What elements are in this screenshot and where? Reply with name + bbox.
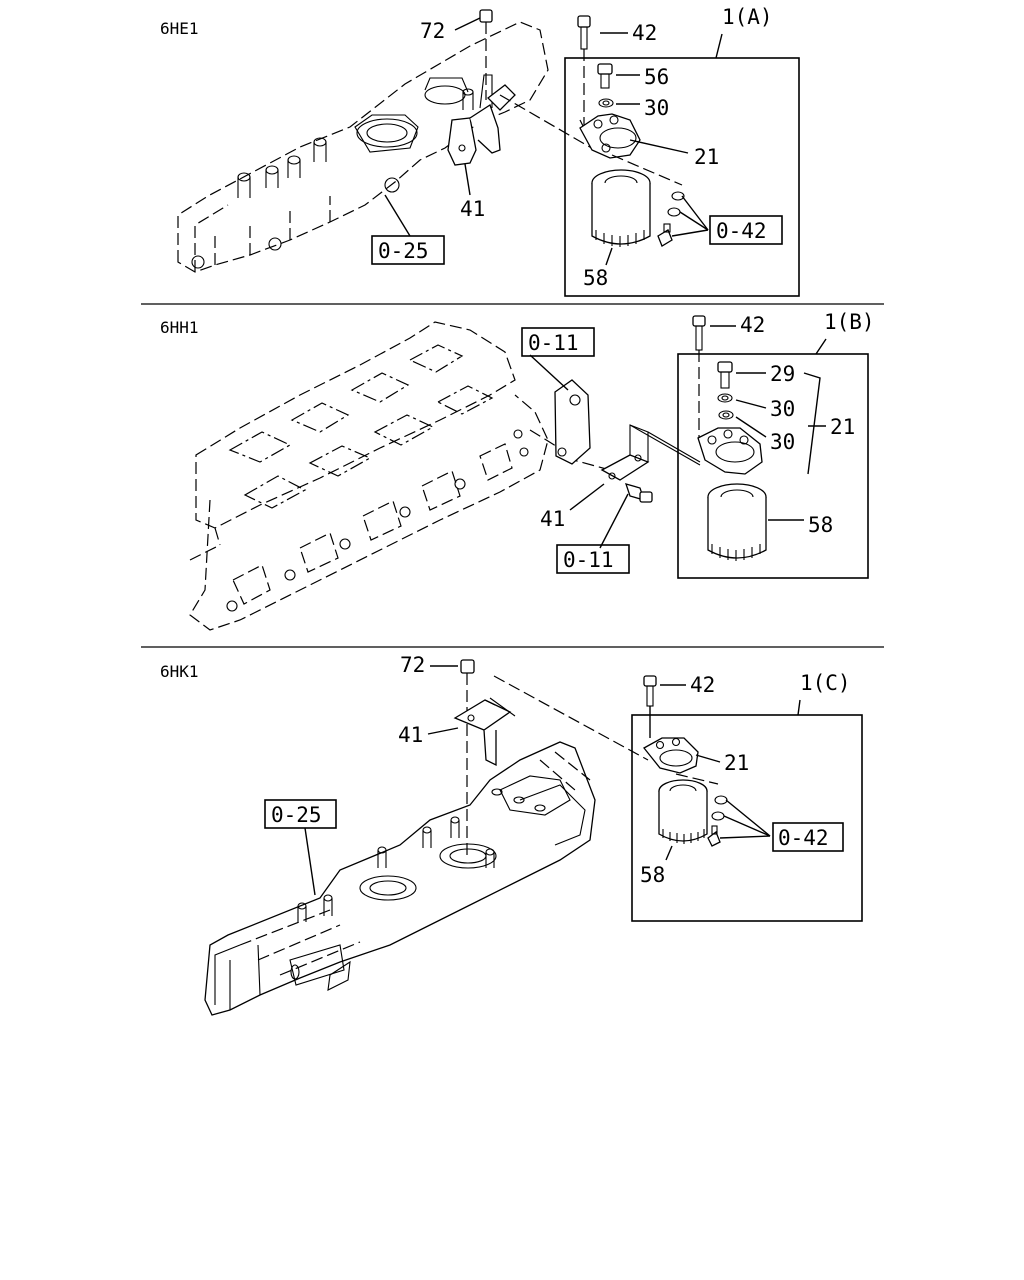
ref-box-0-11-bottom bbox=[556, 544, 630, 574]
bracket-41-6hh1: 41 bbox=[540, 424, 701, 531]
washers-0-42-6hk1: 0-42 bbox=[707, 795, 844, 852]
assembly-label-1a: 1(A) bbox=[722, 5, 773, 29]
cylinder-head-6hh1 bbox=[189, 321, 549, 631]
callout-72: 72 bbox=[400, 653, 425, 677]
ref-0-25: 0-25 bbox=[271, 803, 322, 827]
bolt-42-6he1: 42 bbox=[577, 15, 657, 125]
callout-42: 42 bbox=[632, 21, 657, 45]
ref-box-0-11-top bbox=[521, 327, 595, 357]
oil-filter-58-6he1: 58 bbox=[583, 169, 651, 290]
exhaust-manifold-6he1 bbox=[177, 21, 549, 273]
callout-72: 72 bbox=[420, 19, 445, 43]
bolt-72-6hk1: 72 bbox=[400, 653, 475, 860]
bolt-56-6he1: 56 bbox=[597, 63, 669, 89]
assembly-label-1b: 1(B) bbox=[824, 310, 875, 334]
oil-filter-58-6hk1: 58 bbox=[640, 779, 708, 887]
bracket-plate-6hh1: 0-11 bbox=[521, 327, 595, 465]
assembly-frame-1b bbox=[677, 353, 869, 579]
bracket-41-6hk1: 41 bbox=[398, 697, 516, 767]
bracket-41-6he1 bbox=[447, 84, 516, 166]
ref-box-0-25 bbox=[264, 799, 337, 829]
callout-42: 42 bbox=[690, 673, 715, 697]
assembly-frame-1c bbox=[631, 714, 863, 922]
ref-0-25: 0-25 bbox=[378, 239, 429, 263]
callout-58: 58 bbox=[583, 266, 608, 290]
filter-head-21-6hh1 bbox=[697, 427, 763, 475]
ref-0-42: 0-42 bbox=[716, 219, 767, 243]
section-6hh1: 6HH1 0-11 bbox=[160, 310, 875, 631]
bolt-0-11-6hh1: 0-11 bbox=[556, 483, 653, 574]
ref-0-42: 0-42 bbox=[778, 826, 829, 850]
callout-21: 21 bbox=[694, 145, 719, 169]
assembly-label-1c: 1(C) bbox=[800, 671, 851, 695]
callout-29: 29 bbox=[770, 362, 795, 386]
engine-label: 6HH1 bbox=[160, 318, 199, 337]
section-6hk1: 6HK1 bbox=[160, 653, 863, 1016]
ref-0-11-bottom: 0-11 bbox=[563, 548, 614, 572]
callout-58: 58 bbox=[808, 513, 833, 537]
callout-30a: 30 bbox=[770, 397, 795, 421]
assembly-frame-1a bbox=[564, 57, 800, 297]
bolt-42-6hk1: 42 bbox=[643, 673, 715, 738]
callout-56: 56 bbox=[644, 65, 669, 89]
engine-label: 6HK1 bbox=[160, 662, 199, 681]
section-6he1: 6HE1 bbox=[160, 5, 800, 297]
washers-0-42-6he1: 0-42 bbox=[657, 191, 783, 247]
ref-0-11-top: 0-11 bbox=[528, 331, 579, 355]
callout-58: 58 bbox=[640, 863, 665, 887]
filter-head-21-6hk1: 21 bbox=[643, 737, 749, 775]
engine-label: 6HE1 bbox=[160, 19, 199, 38]
ref-box-0-42 bbox=[709, 215, 783, 245]
bolt-42-6hh1: 42 bbox=[692, 313, 765, 440]
ref-box-0-42 bbox=[772, 822, 844, 852]
exhaust-manifold-6hk1 bbox=[204, 741, 596, 1016]
filter-head-21-6he1: 21 bbox=[579, 113, 719, 169]
callout-42: 42 bbox=[740, 313, 765, 337]
callout-30: 30 bbox=[644, 96, 669, 120]
callout-21: 21 bbox=[830, 415, 855, 439]
oil-filter-58-6hh1: 58 bbox=[707, 483, 833, 561]
callout-41: 41 bbox=[398, 723, 423, 747]
callout-30b: 30 bbox=[770, 430, 795, 454]
ref-box-0-25 bbox=[371, 235, 445, 265]
callout-21: 21 bbox=[724, 751, 749, 775]
bolt-72-6he1: 72 bbox=[420, 9, 493, 100]
callout-41: 41 bbox=[540, 507, 565, 531]
callout-41: 41 bbox=[460, 197, 485, 221]
